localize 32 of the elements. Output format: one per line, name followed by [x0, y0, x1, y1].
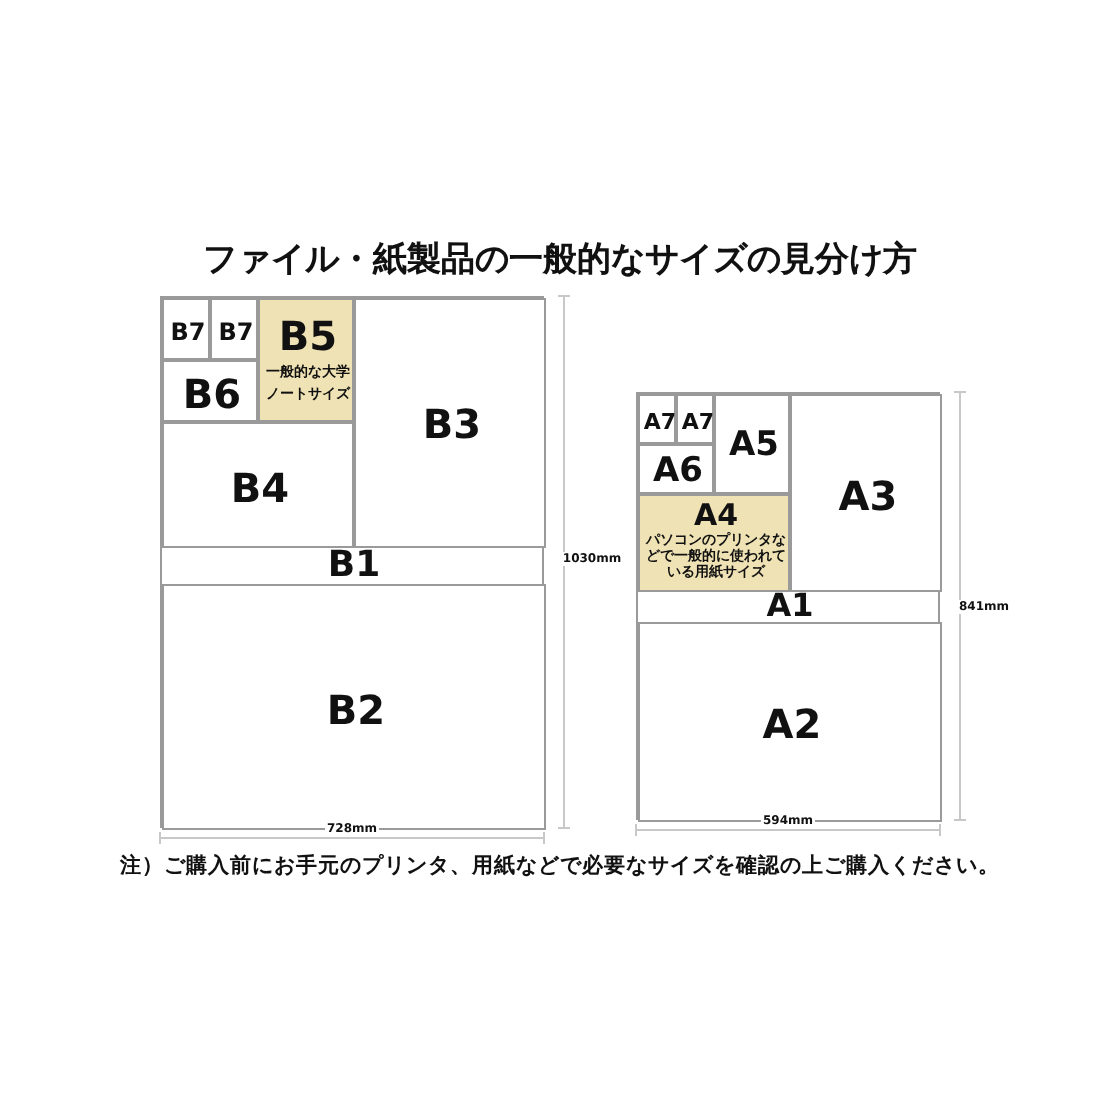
- size-label: B2: [326, 690, 386, 730]
- paper-size-area: [676, 394, 714, 444]
- size-label: A2: [762, 704, 822, 744]
- size-label: A1: [766, 590, 814, 622]
- size-label: A3: [838, 476, 898, 516]
- paper-size-area: [162, 422, 354, 548]
- size-label: A7: [681, 411, 715, 433]
- paper-size-area: [638, 494, 790, 592]
- size-label: B6: [182, 374, 242, 414]
- paper-size-area: [638, 444, 714, 494]
- size-label: B3: [422, 404, 482, 444]
- size-label: B4: [230, 468, 290, 508]
- paper-size-area: [162, 298, 210, 360]
- size-label: A6: [653, 455, 703, 489]
- paper-size-area: [790, 394, 942, 592]
- paper-size-area: [162, 584, 546, 830]
- size-label: A7: [643, 411, 677, 433]
- size-label: A4: [693, 501, 739, 531]
- size-label: B5: [278, 316, 338, 356]
- paper-size-area: [210, 298, 258, 360]
- paper-size-area: [638, 622, 942, 822]
- paper-size-area: [714, 394, 790, 494]
- note-text: 注）ご購入前にお手元のプリンタ、用紙などで必要なサイズを確認の上ご購入ください。: [120, 852, 1000, 880]
- paper-size-area: [354, 298, 546, 548]
- paper-size-area: [258, 298, 354, 422]
- paper-size-area: [162, 360, 258, 422]
- paper-size-area: [638, 394, 676, 444]
- title: ファイル・紙製品の一般的なサイズの見分け方: [203, 238, 917, 282]
- size-label: B1: [327, 548, 381, 584]
- size-label: A5: [729, 429, 779, 463]
- size-label: B7: [218, 320, 254, 344]
- size-label: B7: [170, 320, 206, 344]
